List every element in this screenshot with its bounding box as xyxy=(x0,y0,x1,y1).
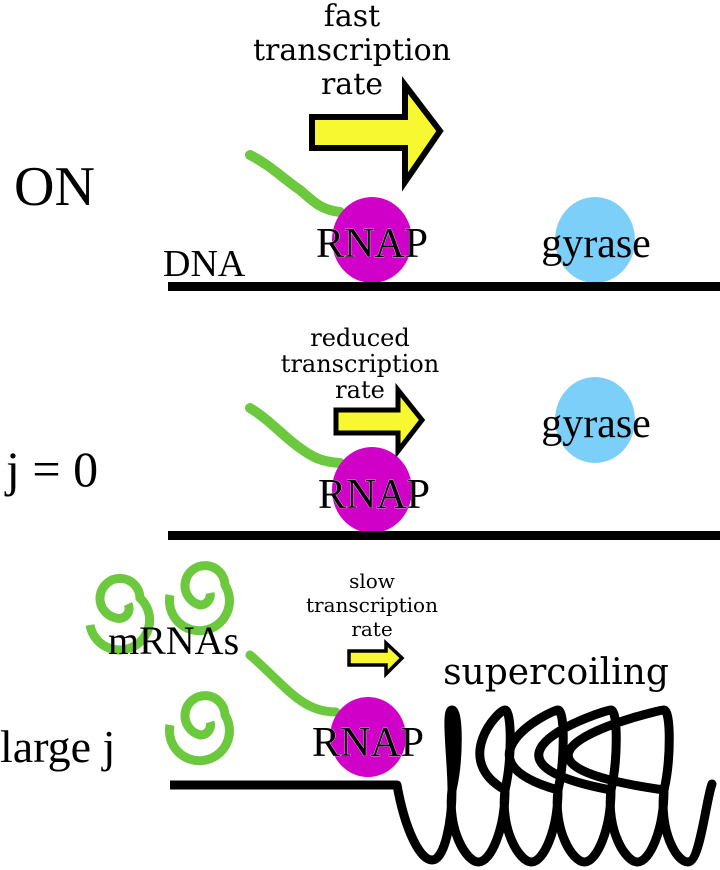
supercoil-dna xyxy=(392,705,717,867)
rate-label-line3: rate xyxy=(321,67,383,102)
rate-label-line3: rate xyxy=(351,617,392,641)
gyrase-label: gyrase xyxy=(541,221,651,267)
slow-rate-arrow-icon xyxy=(347,638,405,679)
mrna-coil-icon xyxy=(164,691,234,766)
state-label-on: ON xyxy=(14,156,95,218)
mrna-strand xyxy=(245,150,345,217)
rate-label-line2: transcription xyxy=(306,593,438,617)
supercoiling-label: supercoiling xyxy=(443,652,669,693)
rnap-label: RNAP xyxy=(312,720,424,766)
rate-label-line1: slow xyxy=(349,569,395,593)
rate-label-line1: reduced xyxy=(310,324,410,352)
rate-label-line3: rate xyxy=(335,376,385,404)
dna-strand xyxy=(168,282,720,291)
rate-label-line2: transcription xyxy=(253,33,451,68)
rnap-circle xyxy=(332,447,412,533)
dna-label: DNA xyxy=(163,243,246,285)
dna-strand xyxy=(168,531,720,540)
mrna-strand xyxy=(245,650,341,717)
rate-label-line2: transcription xyxy=(281,350,439,378)
gyrase-label: gyrase xyxy=(541,401,651,447)
rnap-circle xyxy=(332,197,412,283)
rnap-label: RNAP xyxy=(316,221,428,267)
mrna-coil-icon xyxy=(164,561,234,636)
rnap-circle xyxy=(330,697,406,777)
panel-large-j: large j mRNAs slow transcription rate RN… xyxy=(0,561,717,867)
mrna-label: mRNAs xyxy=(108,618,239,663)
mrna-strand xyxy=(245,403,345,468)
panel-on: ON fast transcription rate RNAP gyrase D… xyxy=(14,0,720,291)
panel-j-zero: j = 0 reduced transcription rate RNAP gy… xyxy=(4,324,720,540)
fast-rate-arrow-icon xyxy=(309,76,444,192)
reduced-rate-arrow-icon xyxy=(333,382,426,459)
rate-label-line1: fast xyxy=(324,0,380,34)
gyrase-circle xyxy=(555,197,635,283)
state-label-large-j: large j xyxy=(0,721,115,772)
state-label-j-zero: j = 0 xyxy=(4,441,98,497)
gyrase-circle xyxy=(555,377,635,463)
mrna-coil-icon xyxy=(85,573,155,655)
rnap-label: RNAP xyxy=(318,472,430,518)
